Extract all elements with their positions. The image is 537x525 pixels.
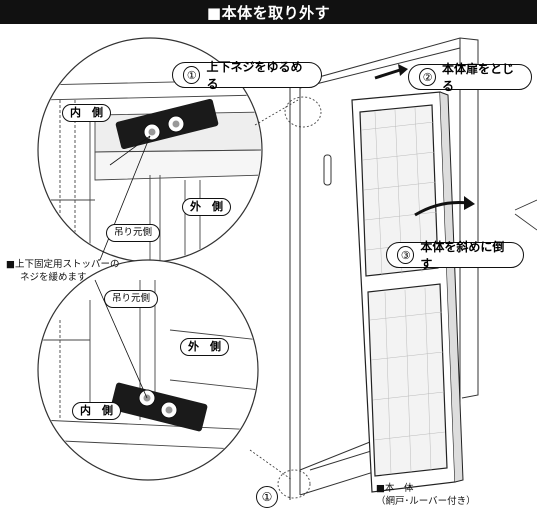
page-title: ■本体を取り外す xyxy=(0,0,537,24)
screen-body xyxy=(351,91,456,493)
hinge-side-label-top: 吊り元側 xyxy=(106,224,161,242)
stopper-note: ■上下固定用ストッパーの ネジを緩めます xyxy=(6,258,119,284)
hinge-side-label-bottom: 吊り元側 xyxy=(104,290,159,308)
step-1-callout: ① 上下ネジをゆるめる xyxy=(172,60,322,91)
step-3-text: 本体を斜めに倒す xyxy=(420,240,505,271)
inside-label-top: 内 側 xyxy=(62,104,111,122)
step-1-number: ① xyxy=(183,66,201,84)
step-2-callout: ② 本体扉をとじる xyxy=(408,62,532,93)
outside-label-top: 外 側 xyxy=(182,198,231,216)
step-3-callout: ③ 本体を斜めに倒す xyxy=(386,240,524,271)
stopper-note-line-1: ■上下固定用ストッパーの xyxy=(6,259,120,270)
body-label: ■本 体 （網戸･ルーバー付き） xyxy=(376,482,476,508)
outside-label-bottom: 外 側 xyxy=(180,338,229,356)
bottom-detail-view xyxy=(37,259,259,481)
body-label-line-2: （網戸･ルーバー付き） xyxy=(376,496,476,507)
step-1-text: 上下ネジをゆるめる xyxy=(206,60,303,91)
inside-label-bottom: 内 側 xyxy=(72,402,121,420)
step-3-number: ③ xyxy=(397,246,415,264)
body-label-line-1: ■本 体 xyxy=(376,483,414,494)
bottom-step-marker: ① xyxy=(256,486,278,508)
step-2-text: 本体扉をとじる xyxy=(442,62,515,93)
stopper-note-line-2: ネジを緩めます xyxy=(20,272,87,283)
step-2-number: ② xyxy=(419,68,437,86)
